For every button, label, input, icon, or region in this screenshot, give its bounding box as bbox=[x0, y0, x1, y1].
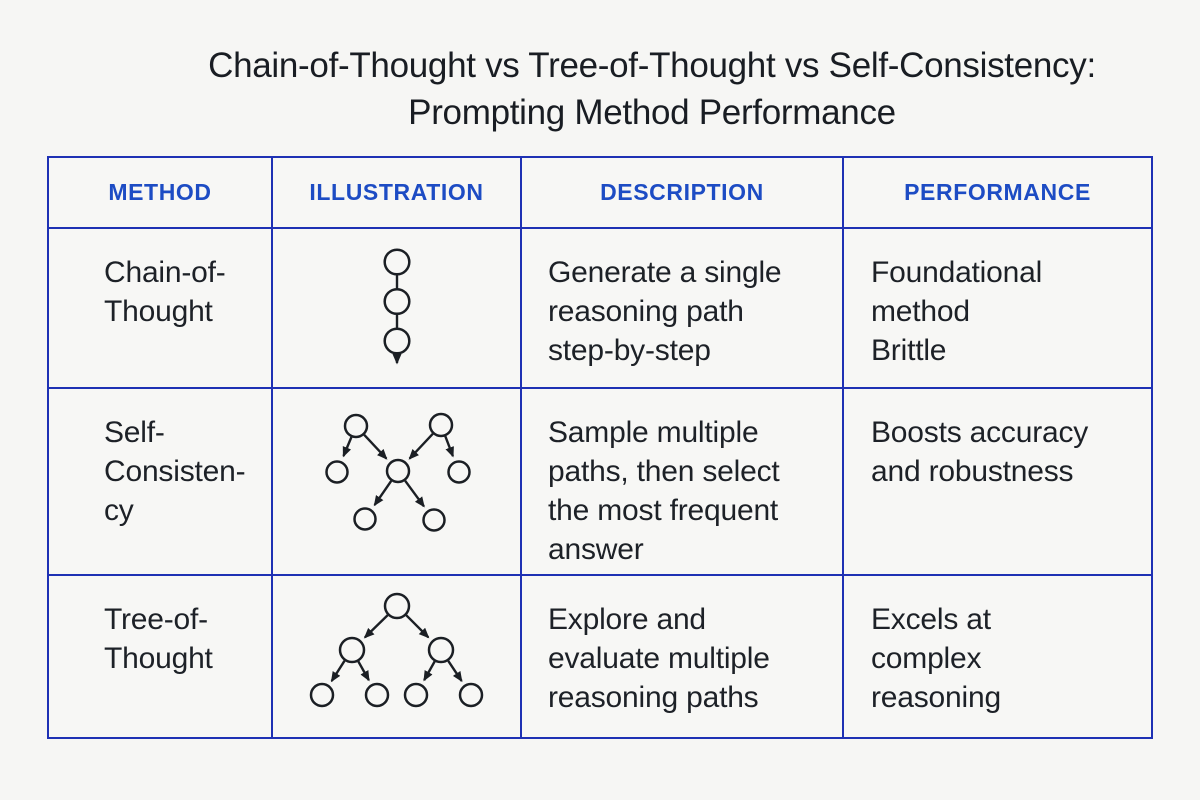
table-row-self-consistency: Self- Consisten- cy bbox=[47, 387, 1153, 576]
table-row-tree-of-thought: Tree-of- Thought Ex bbox=[47, 574, 1153, 739]
tree-of-thought-diagram-icon bbox=[309, 592, 484, 708]
method-cell: Tree-of- Thought bbox=[47, 574, 273, 739]
self-consistency-diagram-icon bbox=[324, 412, 471, 532]
method-cell: Self- Consisten- cy bbox=[47, 387, 273, 576]
page-title-line1: Chain-of-Thought vs Tree-of-Thought vs S… bbox=[208, 46, 1096, 85]
page-title: Chain-of-Thought vs Tree-of-Thought vs S… bbox=[52, 42, 1200, 136]
header-row: METHOD ILLUSTRATION DESCRIPTION PERFORMA… bbox=[47, 156, 1153, 229]
illustration-cell bbox=[271, 227, 522, 389]
performance-cell: Excels at complex reasoning bbox=[842, 574, 1153, 739]
comparison-table: METHOD ILLUSTRATION DESCRIPTION PERFORMA… bbox=[47, 156, 1153, 739]
page-title-line2: Prompting Method Performance bbox=[408, 93, 896, 132]
header-illustration: ILLUSTRATION bbox=[271, 156, 522, 229]
chain-of-thought-diagram-icon bbox=[382, 248, 411, 365]
header-performance: PERFORMANCE bbox=[842, 156, 1153, 229]
illustration-cell bbox=[271, 574, 522, 739]
method-cell: Chain-of- Thought bbox=[47, 227, 273, 389]
description-cell: Sample multiple paths, then select the m… bbox=[520, 387, 844, 576]
description-cell: Generate a single reasoning path step-by… bbox=[520, 227, 844, 389]
header-method: METHOD bbox=[47, 156, 273, 229]
performance-cell: Boosts accuracy and robustness bbox=[842, 387, 1153, 576]
table-row-chain-of-thought: Chain-of- Thought Generate a sing bbox=[47, 227, 1153, 389]
description-cell: Explore and evaluate multiple reasoning … bbox=[520, 574, 844, 739]
illustration-cell bbox=[271, 387, 522, 576]
header-description: DESCRIPTION bbox=[520, 156, 844, 229]
performance-cell: Foundational method Brittle bbox=[842, 227, 1153, 389]
